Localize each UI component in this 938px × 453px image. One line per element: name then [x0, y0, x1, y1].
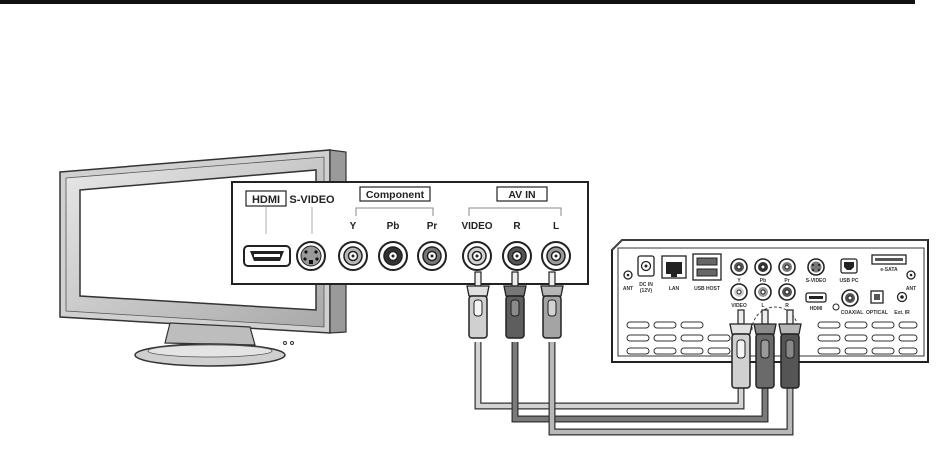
tv-video-label: VIDEO — [461, 221, 492, 232]
tv-pb-label: Pb — [387, 221, 400, 232]
player-pb-label: Pb — [760, 278, 766, 284]
player-rca-video — [731, 284, 747, 300]
tv-rca-l — [542, 242, 570, 270]
player-rca-r — [779, 284, 795, 300]
tv-stand-neck — [165, 323, 255, 345]
player-ant-left-label: ANT — [623, 286, 633, 292]
tv-l-label: L — [553, 221, 559, 232]
tv-svideo-label: S-VIDEO — [289, 194, 335, 206]
player-hdmi-port — [806, 293, 826, 302]
player-rca-l — [755, 284, 771, 300]
player-ant-right-port — [907, 271, 915, 279]
player-ext-ir-label: Ext. IR — [894, 310, 910, 316]
player-dcin-v-label: (12V) — [640, 288, 653, 294]
player-ant-right-label: ANT — [906, 286, 916, 292]
tv-rca-video — [463, 242, 491, 270]
tv-rca-r — [503, 242, 531, 270]
player-r-label: R — [785, 303, 789, 309]
player-ext-ir-port — [898, 293, 907, 302]
tv-hdmi-port — [244, 246, 290, 266]
player-esata-label: e-SATA — [880, 267, 898, 273]
tv-stand-base-top — [148, 345, 272, 357]
tv-rca-y — [339, 242, 367, 270]
player-l-label: L — [761, 303, 764, 309]
player-ant-left-port — [624, 271, 632, 279]
tv-svideo-port — [297, 242, 325, 270]
player-optical-port — [871, 291, 883, 303]
player-usb-pc-label: USB PC — [840, 278, 859, 284]
player-esata-port — [872, 255, 906, 264]
tv-plugs — [467, 272, 563, 338]
player-usb-host-label: USB HOST — [694, 286, 720, 292]
player-lan-port — [662, 256, 686, 278]
player-usb-pc-port — [841, 259, 857, 273]
tv-hdmi-label: HDMI — [252, 194, 280, 206]
player-plugs — [730, 310, 801, 388]
player-rca-pb — [755, 259, 771, 275]
player-hdmi-label: HDMI — [810, 306, 823, 312]
tv-rca-pb — [379, 242, 407, 270]
tv-connector-panel: HDMI S-VIDEO Component AV IN Y Pb Pr VID… — [232, 182, 588, 284]
tv-r-label: R — [513, 221, 521, 232]
player-optical-label: OPTICAL — [866, 310, 888, 316]
player-rca-pr — [779, 259, 795, 275]
tv-indicator-2 — [291, 342, 294, 345]
player-video-label: VIDEO — [731, 303, 747, 309]
player-dcin-port — [638, 256, 654, 276]
player-usb-host-port — [693, 254, 721, 280]
tv-y-label: Y — [350, 221, 357, 232]
tv-pr-label: Pr — [427, 221, 438, 232]
player-pr-label: Pr — [784, 278, 789, 284]
player-svideo-port — [808, 259, 824, 275]
player-svideo-label: S-VIDEO — [806, 278, 827, 284]
tv-indicator-1 — [284, 342, 287, 345]
player-lan-label: LAN — [669, 286, 680, 292]
player-rca-y — [731, 259, 747, 275]
tv-avin-label: AV IN — [508, 189, 535, 201]
player-coaxial-label: COAXIAL — [841, 310, 864, 316]
tv-component-label: Component — [366, 189, 425, 201]
tv-rca-pr — [418, 242, 446, 270]
